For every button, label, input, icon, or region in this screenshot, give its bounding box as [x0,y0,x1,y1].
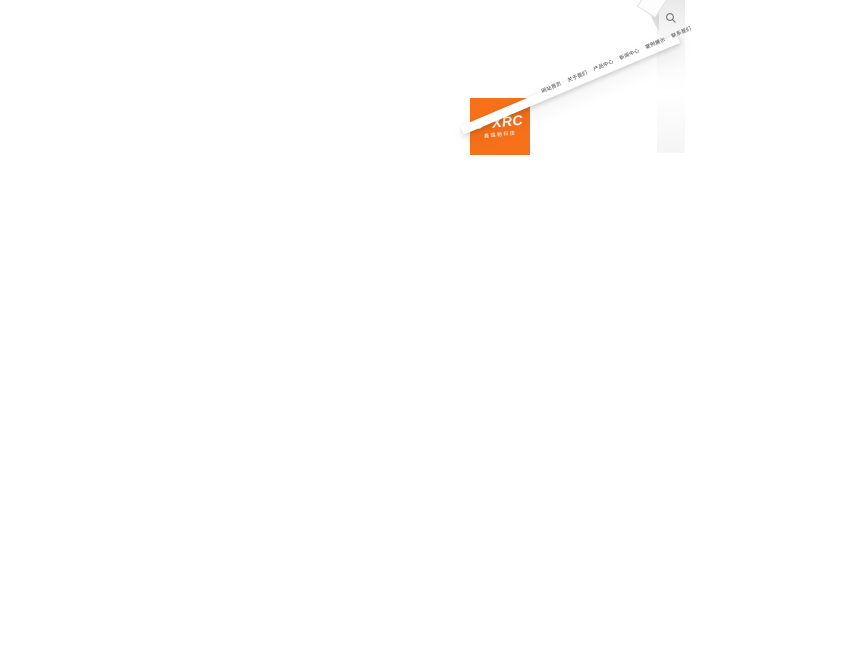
logo-tagline: 鑫瑞驰科技 [483,130,517,140]
search-icon [665,12,677,24]
header-right-panel [636,0,685,153]
search-button[interactable] [662,9,680,27]
